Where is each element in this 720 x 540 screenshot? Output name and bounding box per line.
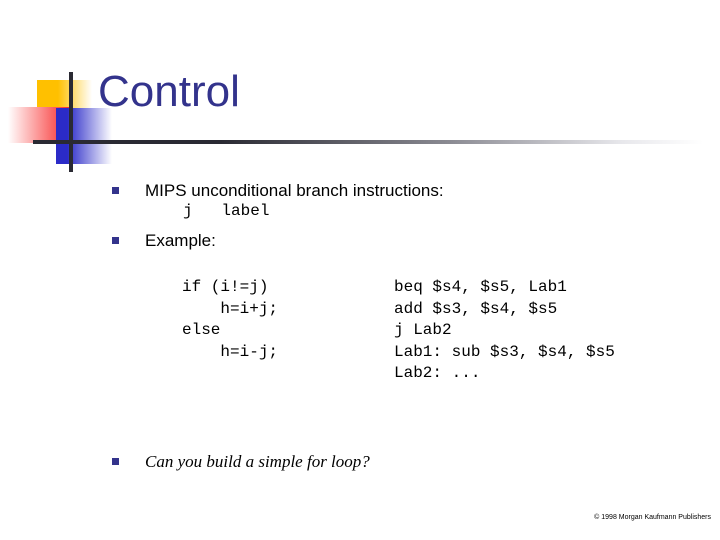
code-c-cell: h=i+j; <box>182 299 279 318</box>
code-c-cell: h=i-j; <box>182 342 279 361</box>
code-asm-cell: add $s3, $s4, $s5 <box>394 299 558 318</box>
decorative-logo <box>0 50 130 175</box>
code-asm-cell: j Lab2 <box>394 321 452 339</box>
code-c-cell: else <box>182 321 221 339</box>
square-bullet-icon <box>112 237 119 244</box>
code-c-cell <box>182 363 394 385</box>
code-row: h=i-j; Lab1: sub $s3, $s4, $s5 <box>182 342 702 364</box>
code-row: if (i!=j) beq $s4, $s5, Lab1 <box>182 277 702 299</box>
code-row: h=i+j; add $s3, $s4, $s5 <box>182 299 702 321</box>
list-item: Example: <box>112 229 216 252</box>
list-item-label: Can you build a simple for loop? <box>145 452 370 471</box>
instruction-syntax-code: j label <box>183 202 270 220</box>
code-asm-cell: beq $s4, $s5, Lab1 <box>394 278 567 296</box>
code-asm-cell: Lab1: sub $s3, $s4, $s5 <box>394 342 615 361</box>
title-divider <box>33 140 703 144</box>
list-item-label: Example: <box>145 231 216 250</box>
code-row: Lab2: ... <box>182 363 702 385</box>
page-title: Control <box>98 67 240 116</box>
logo-blue-block <box>56 108 112 164</box>
logo-vertical-line <box>69 72 73 172</box>
square-bullet-icon <box>112 187 119 194</box>
code-comparison-block: if (i!=j) beq $s4, $s5, Lab1 h=i+j; add … <box>182 277 702 385</box>
list-item-label: MIPS unconditional branch instructions: <box>145 181 444 200</box>
list-item: Can you build a simple for loop? <box>112 450 370 473</box>
copyright-footer: © 1998 Morgan Kaufmann Publishers <box>594 514 711 521</box>
list-item: MIPS unconditional branch instructions: <box>112 179 444 202</box>
code-asm-cell: Lab2: ... <box>394 364 481 382</box>
code-row: else j Lab2 <box>182 320 702 342</box>
code-c-cell: if (i!=j) <box>182 278 269 296</box>
square-bullet-icon <box>112 458 119 465</box>
